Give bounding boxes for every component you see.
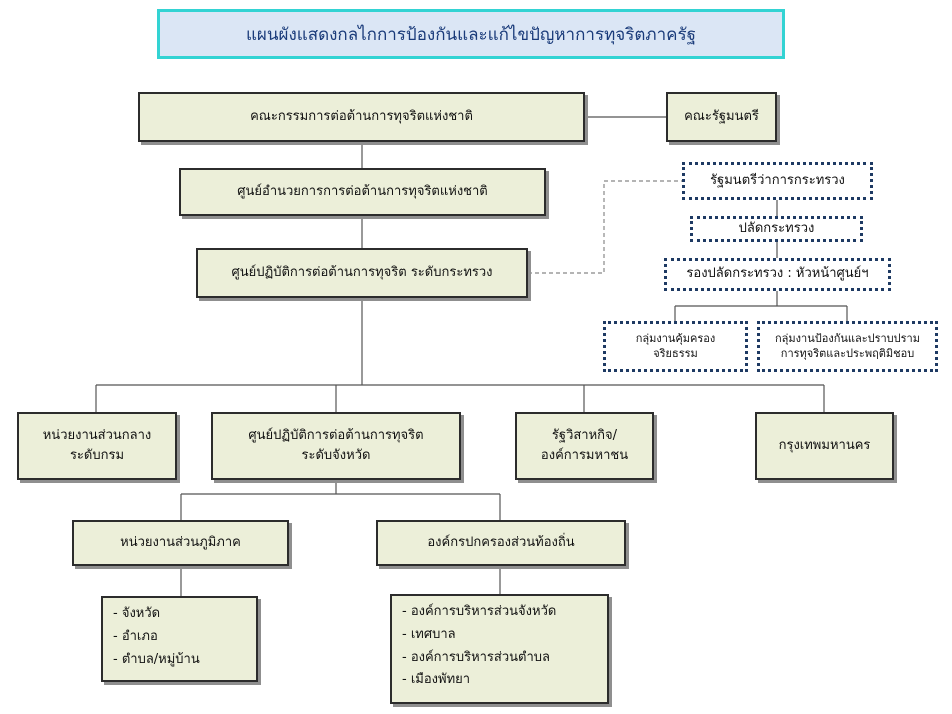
regional-item: อำเภอ [113, 626, 246, 649]
node-cabinet: คณะรัฐมนตรี [666, 92, 777, 142]
node-prevention-group: กลุ่มงานป้องกันและปราบปราม การทุจริตและป… [757, 321, 938, 372]
node-regional-agency: หน่วยงานส่วนภูมิภาค [72, 520, 289, 566]
regional-item: ตำบล/หมู่บ้าน [113, 649, 246, 672]
regional-item: จังหวัด [113, 603, 246, 626]
node-state-enterprise: รัฐวิสาหกิจ/ องค์การมหาชน [515, 412, 654, 480]
node-bangkok: กรุงเทพมหานคร [755, 412, 894, 480]
diagram-title: แผนผังแสดงกลไกการป้องกันและแก้ไขปัญหาการ… [157, 9, 785, 59]
local-list: องค์การบริหารส่วนจังหวัด เทศบาล องค์การบ… [390, 594, 609, 704]
local-item: เทศบาล [402, 624, 597, 647]
node-permanent-secretary: ปลัดกระทรวง [690, 216, 863, 242]
regional-list: จังหวัด อำเภอ ตำบล/หมู่บ้าน [101, 596, 258, 682]
node-ethics-group: กลุ่มงานคุ้มครอง จริยธรรม [603, 321, 748, 372]
local-item: องค์การบริหารส่วนจังหวัด [402, 601, 597, 624]
node-national-commission: คณะกรรมการต่อต้านการทุจริตแห่งชาติ [138, 92, 585, 142]
node-deputy-secretary: รองปลัดกระทรวง : หัวหน้าศูนย์ฯ [664, 258, 891, 291]
local-item: เมืองพัทยา [402, 669, 597, 692]
node-ministry-center: ศูนย์ปฏิบัติการต่อต้านการทุจริต ระดับกระ… [196, 248, 528, 298]
node-minister: รัฐมนตรีว่าการกระทรวง [682, 162, 873, 200]
local-item: องค์การบริหารส่วนตำบล [402, 647, 597, 670]
node-provincial-center: ศูนย์ปฏิบัติการต่อต้านการทุจริต ระดับจัง… [211, 412, 461, 480]
node-central-agency: หน่วยงานส่วนกลาง ระดับกรม [17, 412, 177, 480]
node-local-government: องค์กรปกครองส่วนท้องถิ่น [376, 520, 626, 566]
node-national-directorate: ศูนย์อำนวยการการต่อต้านการทุจริตแห่งชาติ [179, 168, 546, 216]
